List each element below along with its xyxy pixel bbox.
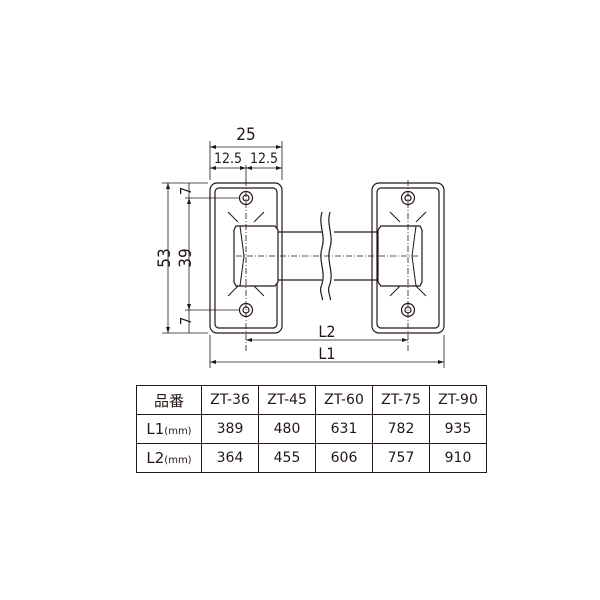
bar-break-mark-right: [327, 211, 332, 301]
row-label: L2(mm): [136, 443, 202, 473]
label-l1: L1: [318, 344, 335, 363]
right-socket: [377, 225, 423, 287]
row-label-unit: (mm): [164, 455, 192, 466]
left-bracket-ribs: [227, 211, 265, 297]
model-header: ZT-90: [429, 385, 487, 415]
model-header: ZT-36: [201, 385, 259, 415]
dim-bottom-offset: 7: [177, 317, 195, 326]
model-header: ZT-45: [258, 385, 316, 415]
dim-height-outer: 53: [155, 248, 175, 267]
spec-table: 品番 ZT-36 ZT-45 ZT-60 ZT-75 ZT-90 L1(mm) …: [136, 385, 487, 473]
spec-table-row: L1(mm) 389 480 631 782 935: [136, 414, 487, 444]
bar-break-mark-left: [319, 211, 324, 301]
towel-bar: [278, 231, 378, 281]
dim-top-offset: 7: [177, 187, 195, 196]
row-label-main: L1: [146, 420, 165, 438]
dimension-arrowheads: [166, 145, 444, 364]
table-cell: 935: [429, 414, 487, 444]
table-cell: 782: [372, 414, 430, 444]
table-cell: 910: [429, 443, 487, 473]
table-cell: 364: [201, 443, 259, 473]
model-header: ZT-75: [372, 385, 430, 415]
header-label: 品番: [136, 385, 202, 415]
table-cell: 480: [258, 414, 316, 444]
table-cell: 455: [258, 443, 316, 473]
spec-table-header-row: 品番 ZT-36 ZT-45 ZT-60 ZT-75 ZT-90: [136, 385, 487, 415]
table-cell: 631: [315, 414, 373, 444]
label-l2: L2: [318, 322, 335, 341]
right-bracket-ribs: [389, 211, 427, 297]
dim-half-right: 12.5: [250, 151, 278, 167]
table-cell: 389: [201, 414, 259, 444]
length-dimension: [209, 335, 445, 368]
table-cell: 606: [315, 443, 373, 473]
towel-bar-dimension-drawing: 25 12.5 12.5 53 39 7 7 L2 L1: [155, 125, 445, 368]
row-label-unit: (mm): [164, 426, 192, 437]
dim-half-left: 12.5: [214, 151, 242, 167]
table-cell: 757: [372, 443, 430, 473]
row-label: L1(mm): [136, 414, 202, 444]
spec-table-row: L2(mm) 364 455 606 757 910: [136, 443, 487, 473]
dim-height-inner: 39: [176, 248, 196, 267]
row-label-main: L2: [146, 449, 165, 467]
model-header: ZT-60: [315, 385, 373, 415]
dim-total-width: 25: [236, 125, 255, 145]
